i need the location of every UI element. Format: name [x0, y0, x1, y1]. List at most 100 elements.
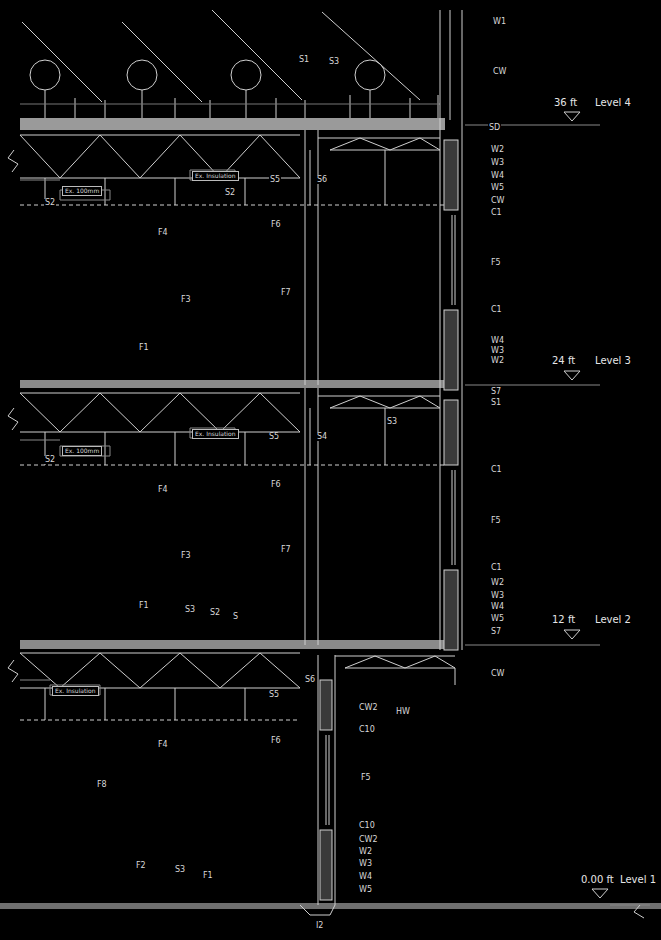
- callout-number: C10: [358, 726, 376, 734]
- callout-number: CW2: [358, 704, 379, 712]
- level-marker: 12 ft: [551, 615, 576, 625]
- callout-number: W5: [490, 615, 505, 623]
- panel-support: [355, 60, 385, 90]
- tag-label: Ex. Insulation: [192, 429, 239, 439]
- callout-number: S3: [174, 866, 186, 874]
- column: [305, 130, 318, 645]
- hanger-rod: [45, 150, 385, 720]
- callout-number: F7: [280, 546, 292, 554]
- callout-number: S3: [184, 606, 196, 614]
- facade-panel: [444, 310, 458, 390]
- callout-number: SD: [488, 124, 501, 132]
- callout-number: W3: [490, 159, 505, 167]
- facade-panel: [320, 830, 332, 900]
- callout-number: F5: [360, 774, 372, 782]
- glazing: [452, 215, 455, 565]
- tag-label: Ex. Insulation: [52, 686, 99, 696]
- callout-number: F2: [135, 862, 147, 870]
- callout-number: S5: [269, 176, 281, 184]
- ground-slab: [0, 903, 661, 909]
- callout-number: F6: [270, 481, 282, 489]
- roof-array: [20, 10, 440, 118]
- break-marks: [8, 150, 644, 918]
- level-marker: Level 1: [619, 875, 657, 885]
- callout-number: C1: [490, 209, 503, 217]
- tag-label: Ex. 100mm: [62, 446, 102, 456]
- trusses: [20, 130, 455, 720]
- callout-number: S2: [209, 609, 221, 617]
- panel-support: [231, 60, 261, 90]
- callout-number: C1: [490, 564, 503, 572]
- callout-number: F4: [157, 229, 169, 237]
- callout-number: S2: [44, 456, 56, 464]
- callout-number: F1: [202, 872, 214, 880]
- callout-number: W2: [358, 848, 373, 856]
- tag-label: Ex. Insulation: [192, 171, 239, 181]
- callout-number: S7: [490, 628, 502, 636]
- level-marker: Level 2: [594, 615, 632, 625]
- facade-line: [318, 655, 335, 905]
- callout-number: S: [232, 613, 239, 621]
- roof-slab: [20, 118, 445, 130]
- callout-number: CW2: [358, 836, 379, 844]
- callout-number: F8: [96, 781, 108, 789]
- callout-number: F3: [180, 552, 192, 560]
- callout-number: I2: [315, 922, 324, 930]
- truss: [20, 393, 440, 432]
- facade-panel: [444, 140, 458, 210]
- callout-number: F6: [270, 221, 282, 229]
- level-marker: 36 ft: [553, 98, 578, 108]
- callout-number: S7: [490, 388, 502, 396]
- callout-number: W4: [490, 172, 505, 180]
- facade-panel: [320, 680, 332, 730]
- footing: [300, 905, 335, 915]
- callout-number: HW: [395, 708, 411, 716]
- callout-number: S6: [316, 176, 328, 184]
- callout-number: F1: [138, 344, 150, 352]
- panel-support: [127, 60, 157, 90]
- callout-number: F6: [270, 737, 282, 745]
- callout-number: F4: [157, 486, 169, 494]
- callout-number: W4: [490, 337, 505, 345]
- callout-number: CW: [492, 68, 508, 76]
- callout-number: F7: [280, 289, 292, 297]
- slabs: [0, 118, 661, 909]
- callout-number: W3: [358, 860, 373, 868]
- callout-number: S3: [328, 58, 340, 66]
- callout-number: S4: [316, 433, 328, 441]
- callout-number: F3: [180, 296, 192, 304]
- callout-number: S5: [268, 433, 280, 441]
- callout-number: C10: [358, 822, 376, 830]
- callout-number: F5: [490, 259, 502, 267]
- callout-number: S3: [386, 418, 398, 426]
- callout-number: W2: [490, 146, 505, 154]
- duct: [20, 180, 60, 680]
- callout-number: F4: [157, 741, 169, 749]
- callout-number: C1: [490, 306, 503, 314]
- callout-number: S1: [490, 399, 502, 407]
- callout-number: S2: [44, 199, 56, 207]
- level-line: [465, 125, 650, 905]
- floor-slab: [20, 640, 445, 649]
- callout-number: W4: [358, 873, 373, 881]
- level-marker: 24 ft: [551, 356, 576, 366]
- callout-number: W4: [490, 603, 505, 611]
- callout-number: W3: [490, 347, 505, 355]
- callout-number: W5: [490, 184, 505, 192]
- callout-number: S1: [298, 56, 310, 64]
- callout-number: W2: [490, 579, 505, 587]
- solar-panel: [22, 10, 420, 102]
- callout-number: CW: [490, 197, 506, 205]
- callout-number: W2: [490, 357, 505, 365]
- ceiling-line: [20, 205, 445, 720]
- roof-membrane: [20, 104, 440, 105]
- facade-panel: [444, 400, 458, 465]
- callout-number: W1: [492, 18, 507, 26]
- callout-number: CW: [490, 670, 506, 678]
- callout-number: S2: [224, 189, 236, 197]
- level-triangle: [564, 112, 608, 898]
- callout-number: C1: [490, 466, 503, 474]
- callout-number: F5: [490, 517, 502, 525]
